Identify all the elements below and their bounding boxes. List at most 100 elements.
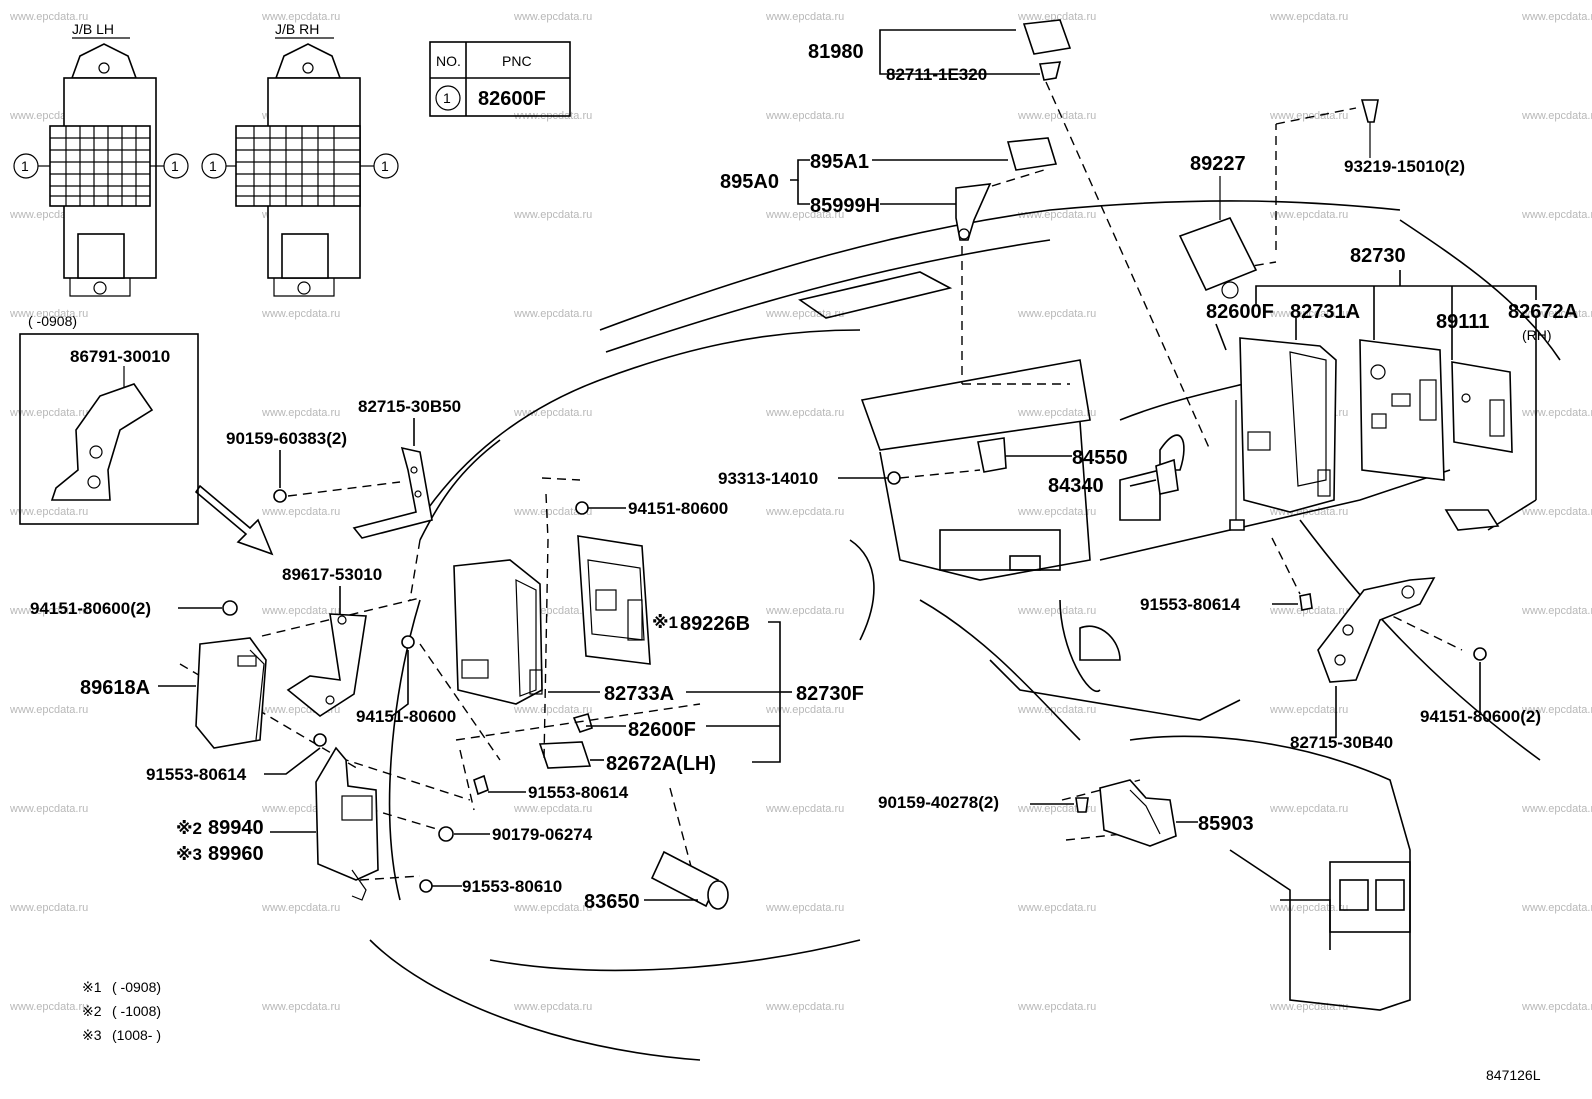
- label-82715-30b50: 82715-30B50: [358, 397, 461, 416]
- watermark-text: www.epcdata.ru: [1521, 308, 1592, 320]
- ecu-group-82730: 82730 82600F 82731A 89111 82672A (RH): [1206, 245, 1578, 531]
- watermark-text: www.epcdata.ru: [261, 506, 340, 518]
- dashboard-outline: [369, 200, 1561, 1061]
- pnc-table-row-no: 1: [443, 90, 451, 106]
- watermark-text: www.epcdata.ru: [9, 704, 88, 716]
- footnote-1-mark: ※1: [82, 979, 102, 995]
- watermark-text: www.epcdata.ru: [1521, 506, 1592, 518]
- watermark-text: www.epcdata.ru: [9, 1001, 88, 1013]
- watermark-text: www.epcdata.ru: [513, 902, 592, 914]
- nut-94151-left: 94151-80600(2): [30, 599, 238, 618]
- pnc-table: NO. PNC 1 82600F: [429, 41, 571, 117]
- watermark-text: www.epcdata.ru: [1521, 605, 1592, 617]
- footnote-2-range: ( -1008): [112, 1003, 161, 1019]
- watermark-text: www.epcdata.ru: [1521, 902, 1592, 914]
- module-89940: ※2 89940 ※3 89960: [176, 746, 379, 901]
- watermark-text: www.epcdata.ru: [1017, 704, 1096, 716]
- jb-lh-callout-left: 1: [21, 158, 29, 174]
- watermark-text: www.epcdata.ru: [261, 407, 340, 419]
- relay-895a1: 895A1 895A0 85999H: [720, 137, 1058, 241]
- bolt-93313: 93313-14010: [718, 469, 981, 488]
- inset-part-86791: 86791-30010: [70, 347, 170, 366]
- bracket-82715-30b50: 82715-30B50: [352, 397, 461, 539]
- watermark-text: www.epcdata.ru: [765, 308, 844, 320]
- watermark-text: www.epcdata.ru: [513, 704, 592, 716]
- label-rh-note: (RH): [1522, 327, 1552, 343]
- watermark-text: www.epcdata.ru: [9, 902, 88, 914]
- label-90179-06274: 90179-06274: [492, 825, 593, 844]
- label-82672a-lh: 82672A(LH): [606, 753, 716, 775]
- watermark-text: www.epcdata.ru: [261, 1001, 340, 1013]
- watermark-text: www.epcdata.ru: [765, 506, 844, 518]
- watermark-text: www.epcdata.ru: [765, 902, 844, 914]
- label-84340: 84340: [1048, 475, 1104, 497]
- watermark-text: www.epcdata.ru: [765, 407, 844, 419]
- label-82711-1e320: 82711-1E320: [886, 65, 987, 84]
- watermark-text: www.epcdata.ru: [513, 506, 592, 518]
- nut-94151-top: 94151-80600: [575, 499, 728, 518]
- inset-direction-arrow: [194, 484, 274, 556]
- watermark-text: www.epcdata.ru: [513, 407, 592, 419]
- label-85999h: 85999H: [810, 195, 880, 217]
- watermark-text: www.epcdata.ru: [765, 209, 844, 221]
- junction-block-rh: J/B RH 1 1: [201, 21, 399, 297]
- watermark-text: www.epcdata.ru: [513, 11, 592, 23]
- watermark-text: www.epcdata.ru: [1017, 407, 1096, 419]
- jb-rh-callout-left: 1: [209, 158, 217, 174]
- footnote-1-range: ( -0908): [112, 979, 161, 995]
- label-94151-80600-rh: 94151-80600(2): [1420, 707, 1541, 726]
- bolt-90159-60383: 90159-60383(2): [226, 429, 401, 503]
- label-82733a: 82733A: [604, 683, 674, 705]
- bolt-91553-rh: 91553-80614: [1140, 593, 1313, 614]
- bolt-91553-80610: 91553-80610: [419, 877, 562, 896]
- label-84550: 84550: [1072, 447, 1128, 469]
- label-89227: 89227: [1190, 153, 1246, 175]
- jb-rh-label: J/B RH: [275, 21, 319, 37]
- pnc-table-row-pnc: 82600F: [478, 88, 546, 110]
- label-91553-80614-b: 91553-80614: [528, 783, 629, 802]
- watermark-text: www.epcdata.ru: [1269, 605, 1348, 617]
- watermark-text: www.epcdata.ru: [513, 803, 592, 815]
- label-91553-80610: 91553-80610: [462, 877, 562, 896]
- label-895a1: 895A1: [810, 151, 869, 173]
- label-89960: 89960: [208, 843, 264, 865]
- footnote-3-mark: ※3: [82, 1027, 102, 1043]
- part-84550: 84550: [977, 437, 1128, 473]
- label-83650: 83650: [584, 891, 640, 913]
- watermark-text: www.epcdata.ru: [1521, 407, 1592, 419]
- dashed-leaders-top: [961, 81, 1357, 451]
- label-93219-15010: 93219-15010(2): [1344, 157, 1465, 176]
- label-81980: 81980: [808, 41, 864, 63]
- inset-range: ( -0908): [28, 313, 77, 329]
- label-89940-mark: ※2: [176, 819, 202, 838]
- ecu-82730f-group: ※1 89226B 82733A 82600F 82672A(LH) 82730…: [453, 535, 864, 775]
- label-89940: 89940: [208, 817, 264, 839]
- label-90159-40278: 90159-40278(2): [878, 793, 999, 812]
- label-82672a-rh: 82672A: [1508, 301, 1578, 323]
- watermark-text: www.epcdata.ru: [1017, 209, 1096, 221]
- watermark-text: www.epcdata.ru: [513, 209, 592, 221]
- label-89111: 89111: [1436, 311, 1489, 333]
- watermark-text: www.epcdata.ru: [1017, 308, 1096, 320]
- watermark-text: www.epcdata.ru: [1017, 110, 1096, 122]
- part-89227: 89227: [1178, 153, 1258, 299]
- part-83650: 83650: [584, 850, 729, 913]
- label-82730: 82730: [1350, 245, 1406, 267]
- module-89618a: 89618A: [80, 637, 267, 749]
- part-85903: 85903: [1099, 779, 1254, 847]
- watermark-text: www.epcdata.ru: [9, 308, 88, 320]
- watermark-text: www.epcdata.ru: [1017, 1001, 1096, 1013]
- watermark-grid: www.epcdata.ru www.epcdata.ru www.epcdata.…: [9, 11, 1592, 1013]
- watermark-text: www.epcdata.ru: [765, 704, 844, 716]
- watermark-text: www.epcdata.ru: [1521, 704, 1592, 716]
- figure-id: 847126L: [1486, 1067, 1541, 1083]
- watermark-text: www.epcdata.ru: [9, 803, 88, 815]
- watermark-text: www.epcdata.ru: [261, 902, 340, 914]
- label-94151-80600-left: 94151-80600(2): [30, 599, 151, 618]
- label-91553-80614-a: 91553-80614: [146, 765, 247, 784]
- watermark-text: www.epcdata.ru: [9, 506, 88, 518]
- label-91553-80614-rh: 91553-80614: [1140, 595, 1241, 614]
- watermark-text: www.epcdata.ru: [9, 407, 88, 419]
- watermark-text: www.epcdata.ru: [1269, 902, 1348, 914]
- watermark-text: www.epcdata.ru: [1521, 1001, 1592, 1013]
